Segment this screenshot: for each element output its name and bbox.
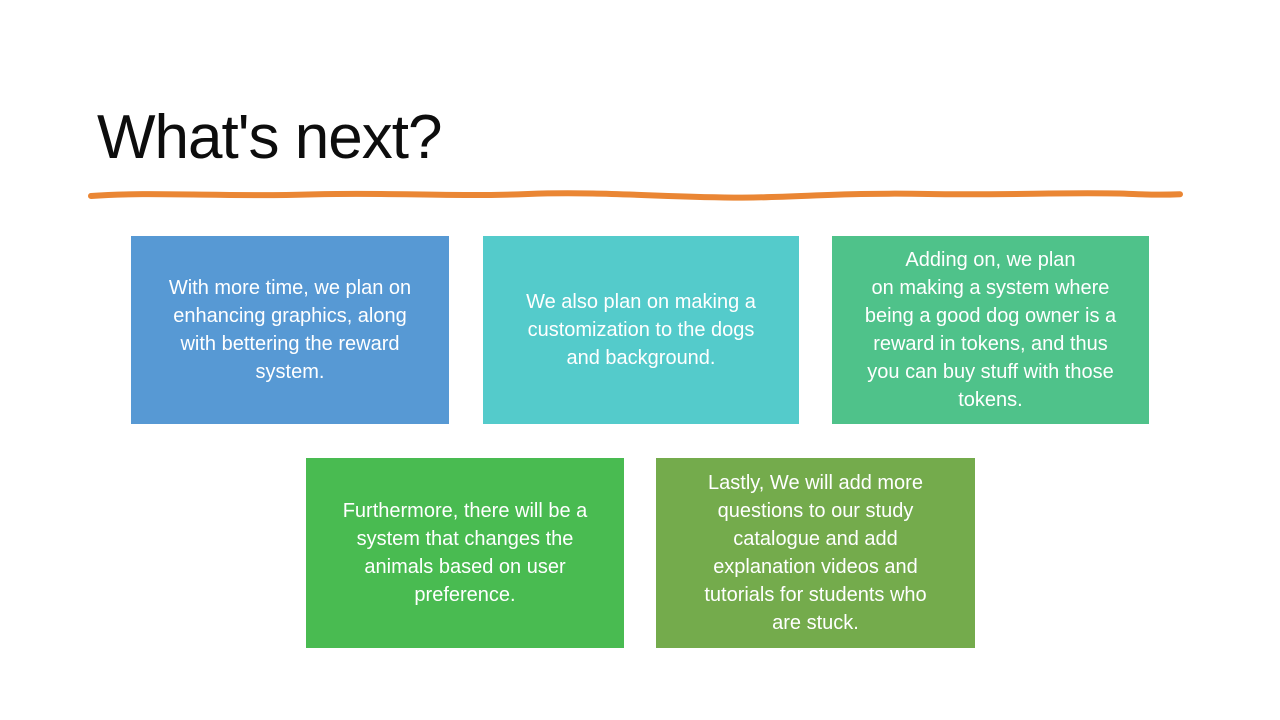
divider-squiggle-path bbox=[88, 190, 1183, 201]
text-box-token-system: Adding on, we plan on making a system wh… bbox=[832, 236, 1149, 424]
text-box-graphics-reward: With more time, we plan on enhancing gra… bbox=[131, 236, 449, 424]
slide-title: What's next? bbox=[97, 102, 442, 172]
divider-squiggle bbox=[88, 190, 1183, 201]
text-box-animal-preference: Furthermore, there will be a system that… bbox=[306, 458, 624, 648]
text-box-customization: We also plan on making a customization t… bbox=[483, 236, 799, 424]
text-box-study-catalogue: Lastly, We will add more questions to ou… bbox=[656, 458, 975, 648]
